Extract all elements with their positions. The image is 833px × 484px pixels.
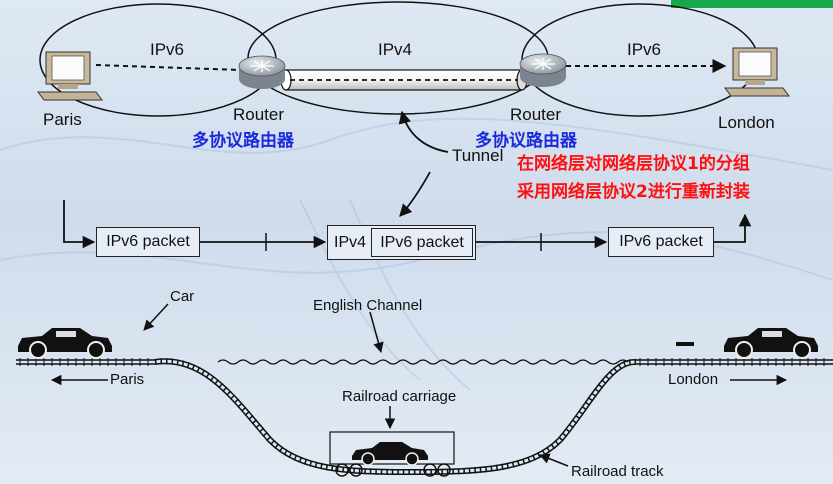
packet-label: IPv6 packet bbox=[106, 233, 190, 250]
railroad-carriage bbox=[329, 431, 455, 465]
english-channel-label: English Channel bbox=[313, 297, 423, 314]
ipv4-header-label: IPv4 bbox=[334, 233, 367, 251]
paris-label: Paris bbox=[110, 371, 145, 388]
car-label: Car bbox=[170, 288, 195, 305]
router-icon bbox=[238, 55, 286, 89]
paris-host-label: Paris bbox=[43, 110, 82, 129]
ipv6-right-label: IPv6 bbox=[627, 40, 662, 59]
london-label: London bbox=[668, 371, 719, 388]
car-icon bbox=[352, 442, 428, 466]
channel-arrow bbox=[369, 311, 384, 354]
flow-arrow-out bbox=[714, 213, 752, 243]
router-left-cn-label: 多协议路由器 bbox=[192, 131, 294, 151]
tunnel-arrow-up bbox=[398, 110, 449, 153]
packet-label: IPv6 packet bbox=[619, 233, 703, 250]
router-right-cn-label: 多协议路由器 bbox=[475, 131, 577, 151]
router-icon bbox=[519, 53, 567, 87]
encapsulation-note-line1: 在网络层对网络层协议1的分组 bbox=[517, 154, 750, 174]
ipv6-packet-left: IPv6 packet bbox=[96, 227, 200, 257]
flow-arrow-in bbox=[63, 200, 96, 249]
encapsulation-note-line2: 采用网络层协议2进行重新封装 bbox=[517, 182, 750, 202]
ipv6-packet-right: IPv6 packet bbox=[608, 227, 714, 257]
ipv6-left-label: IPv6 bbox=[150, 40, 185, 59]
tunnel-pipe bbox=[280, 69, 528, 91]
railroad-carriage-label: Railroad carriage bbox=[342, 388, 457, 405]
packet-label: IPv6 packet bbox=[380, 233, 464, 251]
green-corner-tab bbox=[671, 0, 833, 8]
dash-mark bbox=[676, 342, 694, 346]
water-waves bbox=[217, 359, 629, 365]
track-arrow bbox=[539, 453, 569, 467]
computer-icon bbox=[724, 47, 790, 97]
carriage-wheels bbox=[335, 463, 451, 477]
track-ties bbox=[19, 358, 825, 366]
ipv4-label: IPv4 bbox=[378, 40, 413, 59]
tunnel-label: Tunnel bbox=[452, 146, 504, 165]
car-arrow bbox=[143, 303, 169, 331]
car-icon bbox=[18, 328, 112, 359]
link-paris-router bbox=[95, 64, 241, 71]
tunnel-arrow-down bbox=[399, 171, 431, 217]
railroad-track-label: Railroad track bbox=[571, 463, 664, 480]
ipv4-encapsulated-packet: IPv4 IPv6 packet bbox=[327, 225, 476, 260]
car-icon bbox=[724, 328, 818, 359]
london-host-label: London bbox=[718, 113, 775, 132]
router-right-label: Router bbox=[510, 105, 562, 124]
inner-ipv6-packet: IPv6 packet bbox=[371, 228, 474, 257]
computer-icon bbox=[37, 51, 103, 101]
router-left-label: Router bbox=[233, 105, 285, 124]
